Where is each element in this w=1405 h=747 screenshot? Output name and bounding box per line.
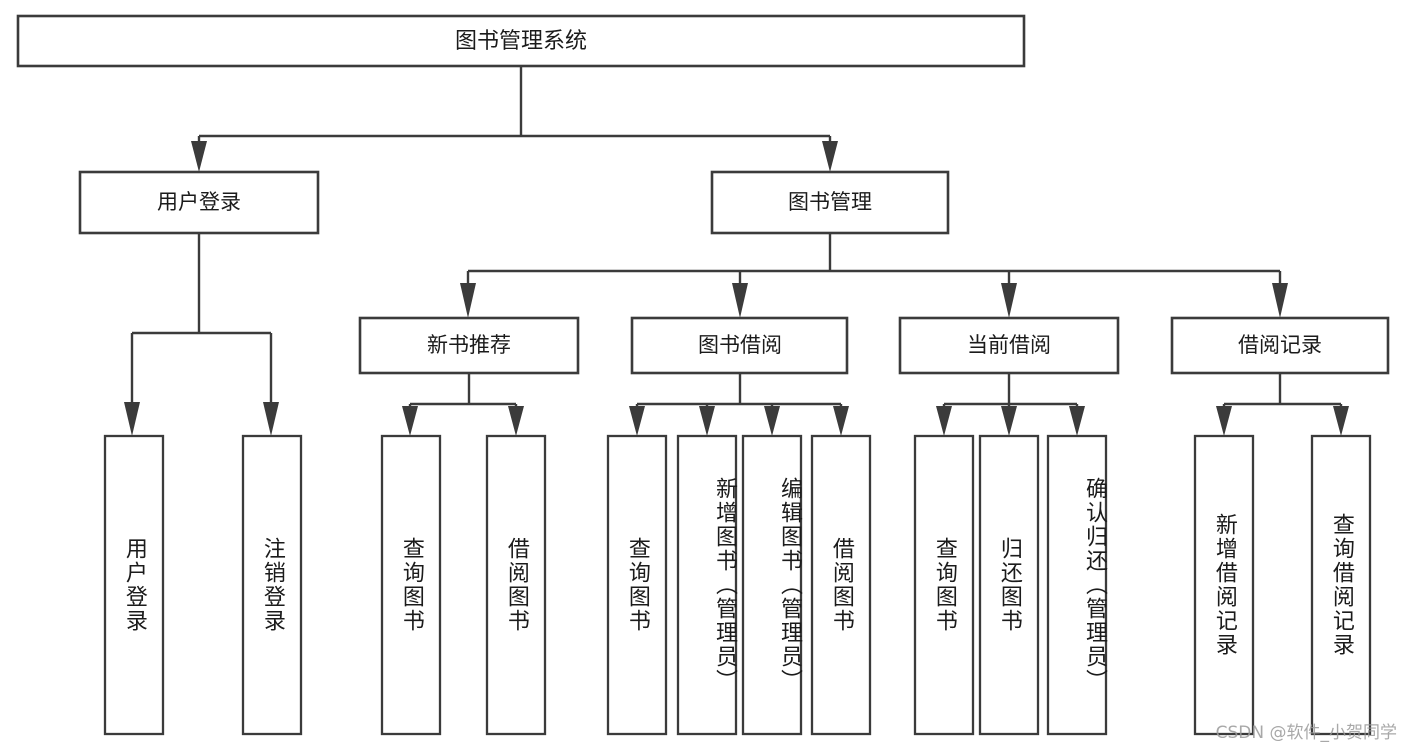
leaf-box-add-book-admin[interactable]: [676, 434, 738, 736]
arrowhead-recommend-1: [402, 406, 418, 436]
leaf-box-query-borrow-record[interactable]: [1310, 434, 1372, 736]
node-book-borrow[interactable]: 图书借阅: [630, 316, 849, 375]
arrowhead-level2-2: [732, 283, 748, 318]
arrowhead-borrow-4: [833, 406, 849, 436]
arrowhead-record-2: [1333, 406, 1349, 436]
leaf-box-query-book-recommend[interactable]: [380, 434, 442, 736]
leaf-box-query-book-current[interactable]: [913, 434, 975, 736]
leaf-box-edit-book-admin[interactable]: [741, 434, 803, 736]
node-book-borrow-box[interactable]: [630, 316, 849, 375]
node-user-login[interactable]: 用户登录: [78, 170, 320, 235]
arrowhead-level2-4: [1272, 283, 1288, 318]
leaf-box-logout[interactable]: [241, 434, 303, 736]
node-new-book-recommend[interactable]: 新书推荐: [358, 316, 580, 375]
leaf-box-add-borrow-record[interactable]: [1193, 434, 1255, 736]
leaf-box-confirm-return-admin[interactable]: [1046, 434, 1108, 736]
leaf-box-borrow-book-recommend[interactable]: [485, 434, 547, 736]
node-borrow-record-label: 借阅记录: [1238, 333, 1322, 357]
node-root[interactable]: 图书管理系统: [16, 14, 1026, 68]
node-current-borrow-label: 当前借阅: [967, 333, 1051, 357]
arrowhead-current-1: [936, 406, 952, 436]
node-root-label: 图书管理系统: [455, 29, 587, 54]
arrowhead-borrow-2: [699, 406, 715, 436]
node-current-borrow-box[interactable]: [898, 316, 1120, 375]
leaf-box-query-book-borrow[interactable]: [606, 434, 668, 736]
arrowhead-current-2: [1001, 406, 1017, 436]
arrowhead-level1-1: [191, 141, 207, 172]
node-new-book-recommend-label: 新书推荐: [427, 333, 511, 357]
node-book-borrow-label: 图书借阅: [698, 333, 782, 357]
csdn-watermark: CSDN @软件_小贺同学: [1215, 723, 1397, 743]
arrowhead-level2-3: [1001, 283, 1017, 318]
node-new-book-recommend-box[interactable]: [358, 316, 580, 375]
arrowhead-level2-1: [460, 283, 476, 318]
arrowhead-borrow-3: [764, 406, 780, 436]
node-user-login-label: 用户登录: [157, 190, 241, 214]
leaf-box-user-login[interactable]: [103, 434, 165, 736]
node-borrow-record-box[interactable]: [1170, 316, 1390, 375]
arrowhead-level1-2: [822, 141, 838, 172]
arrowhead-record-1: [1216, 406, 1232, 436]
arrowhead-userlogin-1: [124, 402, 140, 436]
leaf-box-borrow-book[interactable]: [810, 434, 872, 736]
arrowhead-userlogin-2: [263, 402, 279, 436]
node-borrow-record[interactable]: 借阅记录: [1170, 316, 1390, 375]
node-root-box[interactable]: [16, 14, 1026, 68]
node-book-management-box[interactable]: [710, 170, 950, 235]
leaf-box-return-book[interactable]: [978, 434, 1040, 736]
arrowhead-current-3: [1069, 406, 1085, 436]
node-book-management-label: 图书管理: [788, 190, 872, 214]
node-book-management[interactable]: 图书管理: [710, 170, 950, 235]
arrowhead-recommend-2: [508, 406, 524, 436]
node-current-borrow[interactable]: 当前借阅: [898, 316, 1120, 375]
arrowhead-borrow-1: [629, 406, 645, 436]
